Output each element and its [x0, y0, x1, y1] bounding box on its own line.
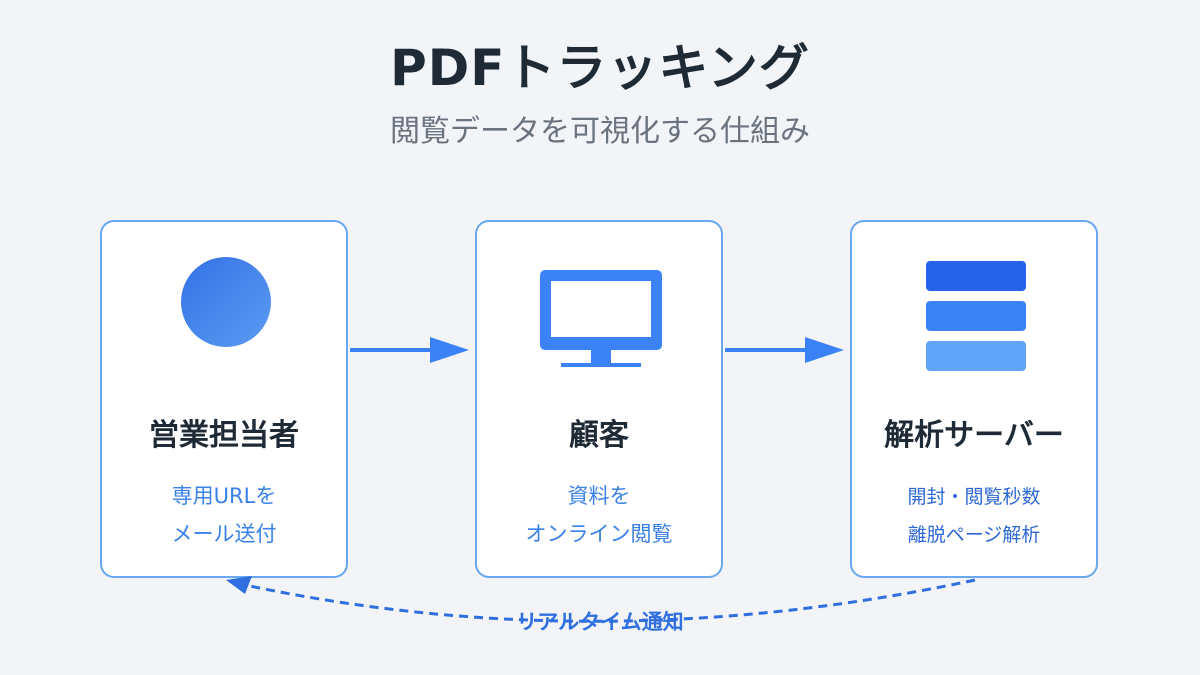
card-title: 顧客 [569, 418, 629, 453]
arrow-feedback-notify [226, 576, 976, 623]
server-bar-bottom [926, 341, 1026, 371]
card-sales-rep: 営業担当者 専用URLを メール送付 [100, 220, 348, 578]
card-title: 解析サーバー [884, 418, 1064, 453]
card-desc-line2: 離脱ページ解析 [907, 524, 1041, 546]
card-desc-line1: 資料を [567, 484, 631, 508]
card-title: 営業担当者 [149, 418, 299, 453]
card-desc-line1: 開封・閲覧秒数 [907, 486, 1041, 508]
arrow-customer-to-server [725, 337, 844, 363]
arrow-sales-to-customer [350, 337, 469, 363]
page-title: PDFトラッキング [390, 39, 810, 97]
card-customer: 顧客 資料を オンライン閲覧 [475, 220, 723, 578]
monitor-icon [540, 270, 662, 367]
card-desc-line1: 専用URLを [171, 484, 277, 508]
server-bar-top [926, 261, 1026, 291]
card-analysis-server: 解析サーバー 開封・閲覧秒数 離脱ページ解析 [850, 220, 1098, 578]
person-icon [181, 257, 271, 347]
page-subtitle: 閲覧データを可視化する仕組み [390, 114, 810, 149]
server-icon [926, 261, 1026, 373]
feedback-label: リアルタイム通知 [516, 610, 684, 634]
card-desc-line2: メール送付 [171, 522, 277, 546]
card-desc-line2: オンライン閲覧 [525, 522, 673, 546]
server-bar-middle [926, 301, 1026, 331]
